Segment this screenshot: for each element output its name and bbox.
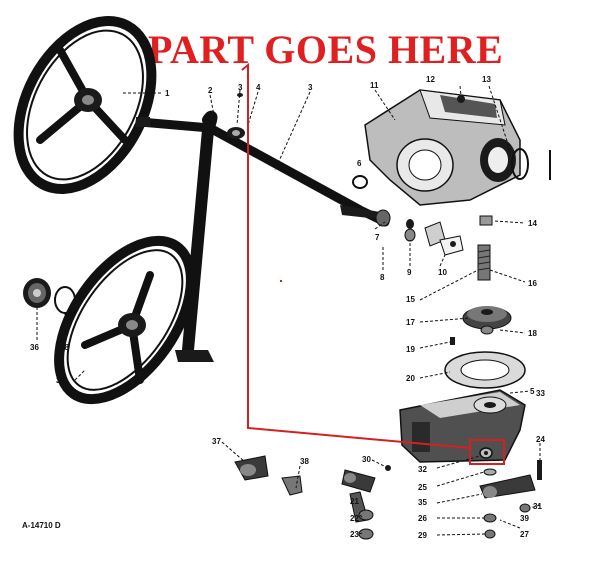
lower-steering-wheel <box>54 235 196 405</box>
callout-label: 5 <box>530 387 535 396</box>
callout-label: 4 <box>256 83 261 92</box>
figure-code: A-14710 D <box>22 521 61 530</box>
hub-cap-assembly <box>23 278 76 314</box>
callout-label: 6 <box>357 159 362 168</box>
callout-label: 21 <box>350 497 359 506</box>
callout-label: 31 <box>533 502 542 511</box>
upper-steering-wheel <box>13 15 157 195</box>
callout-label: 38 <box>300 457 309 466</box>
shaft-bushing <box>227 93 245 139</box>
callout-label: 12 <box>426 75 435 84</box>
callout-label: 13 <box>482 75 491 84</box>
washer-6 <box>352 175 368 189</box>
callout-label: 24 <box>536 435 545 444</box>
steering-shaft <box>135 117 390 227</box>
callout-label: 20 <box>406 374 415 383</box>
callout-label: 3 <box>238 83 243 92</box>
callout-label: 37 <box>212 437 221 446</box>
lower-housing <box>399 389 526 463</box>
callout-label: 14 <box>528 219 537 228</box>
callout-label: 32 <box>418 465 427 474</box>
sector-shaft <box>477 244 491 281</box>
callout-label: 30 <box>362 455 371 464</box>
callout-label: 16 <box>528 279 537 288</box>
callout-label: 11 <box>370 81 379 90</box>
callout-label: 29 <box>418 531 427 540</box>
leader-lines <box>36 85 541 536</box>
callout-label: 18 <box>528 329 537 338</box>
callout-label: 8 <box>380 273 385 282</box>
callout-label: 39 <box>520 514 529 523</box>
support-bracket <box>175 110 218 362</box>
callout-label: 17 <box>406 318 415 327</box>
worm-assembly <box>340 205 493 256</box>
callout-label: 26 <box>418 514 427 523</box>
callout-label: 23 <box>350 530 359 539</box>
callout-label: 2 <box>208 86 213 95</box>
callout-label: 10 <box>438 268 447 277</box>
gasket-plate <box>444 351 526 389</box>
gear-housing <box>364 89 551 206</box>
callout-label: 3 <box>308 83 313 92</box>
highlight-box <box>469 439 505 465</box>
highlighted-part <box>479 447 493 459</box>
callout-label: 15 <box>406 295 415 304</box>
pitman-linkage <box>234 455 542 540</box>
callout-label: 34 <box>56 376 65 385</box>
callout-label: 1 <box>165 89 170 98</box>
callout-label: 22 <box>350 514 359 523</box>
callout-label: 9 <box>407 268 412 277</box>
callout-labels: 1 2 3 3 4 5 6 7 8 9 10 11 12 13 14 15 16… <box>30 75 545 540</box>
callout-label: 33 <box>536 389 545 398</box>
bevel-gear <box>450 306 512 345</box>
callout-label: 27 <box>520 530 529 539</box>
callout-label: 25 <box>418 483 427 492</box>
callout-label: 28 <box>60 343 69 352</box>
callout-label: 7 <box>375 233 380 242</box>
highlight-callout <box>241 62 505 465</box>
callout-label: 35 <box>418 498 427 507</box>
callout-label: 19 <box>406 345 415 354</box>
callout-label: 36 <box>30 343 39 352</box>
part-goes-here-banner: PART GOES HERE <box>148 27 504 72</box>
